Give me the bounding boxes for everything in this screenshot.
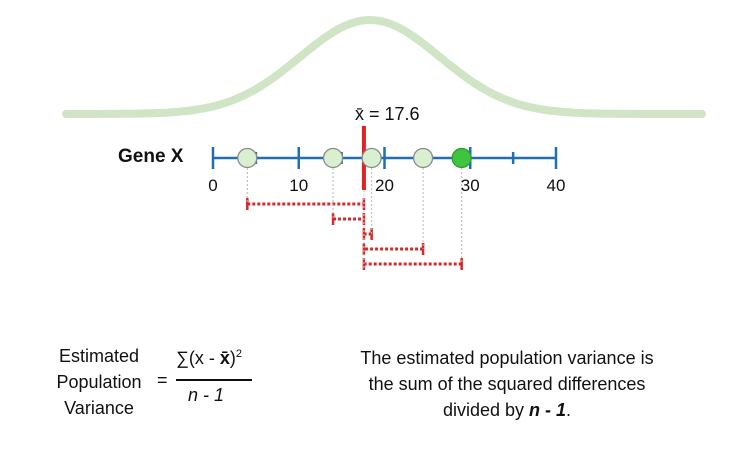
data-point <box>322 147 344 169</box>
numerator-xbar: x̄ <box>219 348 230 368</box>
explanation-line3: divided by n - 1. <box>320 397 694 423</box>
mean-label: x̄ = 17.6 <box>355 104 420 124</box>
formula-equals: = <box>157 370 168 390</box>
tick-label: 40 <box>546 176 566 195</box>
formula-left-label: Estimated Population Variance <box>40 343 158 421</box>
data-points <box>237 147 472 169</box>
formula-label-line3: Variance <box>64 398 134 418</box>
dotted-guides <box>246 168 463 270</box>
explanation-line2: the sum of the squared differences <box>368 374 646 394</box>
data-point <box>412 147 434 169</box>
explanation-line3-suffix: . <box>566 400 572 420</box>
numerator-power: 2 <box>235 348 242 360</box>
tick-label: 30 <box>460 176 480 195</box>
explanation-text: The estimated population variance is the… <box>320 345 694 423</box>
explanation-emphasis: n - 1 <box>529 400 567 420</box>
data-point <box>361 147 382 169</box>
numerator-sum: ∑(x - <box>176 348 220 368</box>
formula-label-line1: Estimated <box>58 346 140 366</box>
data-point <box>237 147 258 169</box>
formula-denominator: n - 1 <box>188 385 225 405</box>
tick-label: 10 <box>289 176 309 195</box>
numerator-close: ) <box>229 348 236 368</box>
normal-curve <box>62 15 706 118</box>
formula-label-line2: Population <box>56 372 142 392</box>
explanation-line3-prefix: divided by <box>442 400 530 420</box>
explanation-line1: The estimated population variance is <box>360 348 654 368</box>
tick-label: 20 <box>375 176 394 195</box>
formula-numerator: ∑(x - x̄)2 <box>176 348 242 369</box>
fraction-bar <box>176 379 252 381</box>
gene-label: Gene X <box>118 146 184 167</box>
tick-label: 0 <box>208 176 218 195</box>
distance-lines <box>246 198 463 270</box>
data-point-highlighted <box>451 147 472 169</box>
